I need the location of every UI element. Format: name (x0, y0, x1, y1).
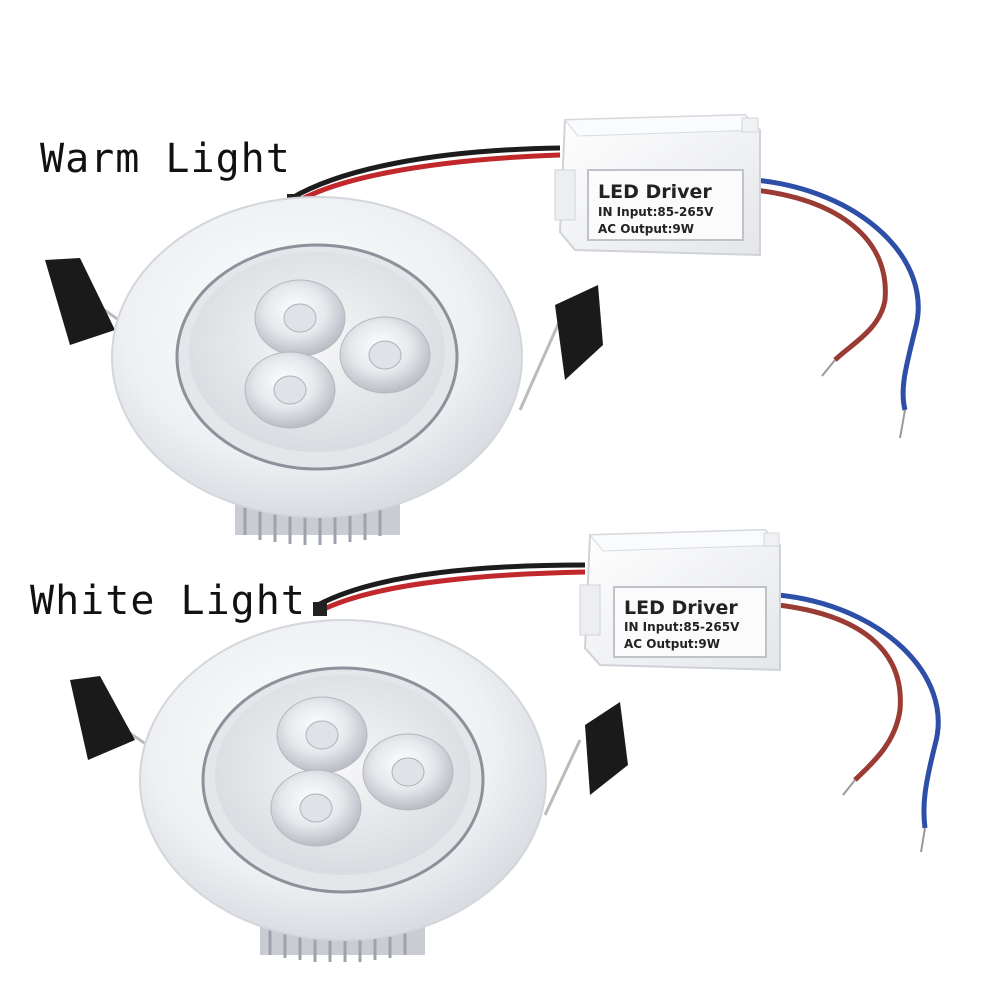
spring-clip-right (543, 702, 628, 816)
output-wire-blue (777, 592, 941, 829)
driver-input-spec: IN Input:85-265V (598, 205, 714, 219)
led-lens-3 (270, 769, 362, 847)
led-lens-3 (244, 351, 336, 429)
driver-title: LED Driver (624, 597, 738, 619)
red-wire (316, 569, 586, 615)
black-wire (290, 145, 561, 201)
driver-label-panel (613, 586, 767, 658)
spring-clip-right (518, 285, 603, 411)
output-wire-blue (754, 177, 921, 411)
output-wire-brown (754, 187, 888, 362)
led-driver-box (554, 113, 762, 257)
white-light-label: White Light (30, 578, 306, 624)
black-wire (316, 562, 586, 608)
driver-label-panel (587, 169, 744, 241)
driver-output-spec: AC Output:9W (624, 637, 721, 651)
output-wire-brown (777, 602, 903, 782)
warm-light-label: Warm Light (40, 136, 291, 182)
white-light-unit (70, 528, 941, 962)
led-lens-1 (254, 279, 346, 357)
led-lens-2 (362, 733, 454, 811)
warm-light-unit (45, 113, 921, 545)
red-wire (290, 152, 561, 208)
driver-output-spec: AC Output:9W (598, 222, 695, 236)
driver-title: LED Driver (598, 181, 712, 203)
led-driver-box (579, 528, 782, 672)
led-lens-2 (339, 316, 431, 394)
led-lens-1 (276, 696, 368, 774)
wire-connector (313, 602, 327, 616)
driver-input-spec: IN Input:85-265V (624, 620, 740, 634)
